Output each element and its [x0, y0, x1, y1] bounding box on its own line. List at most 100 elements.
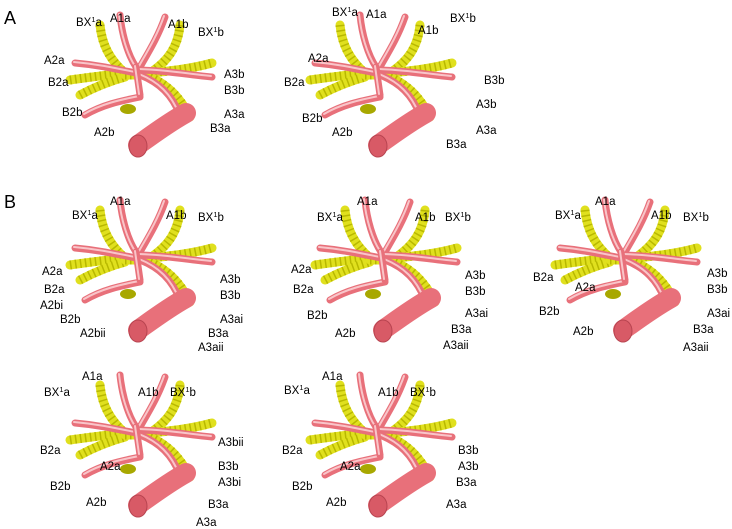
segment-label: B3b — [224, 85, 244, 97]
segment-label: A1a — [357, 196, 377, 208]
segment-label-superscript: 1 — [465, 11, 469, 20]
segment-label: B3a — [208, 328, 228, 340]
segment-label: A1a — [322, 371, 342, 383]
segment-label: B3a — [208, 499, 228, 511]
segment-label: BX1b — [198, 212, 224, 224]
segment-label: BX1b — [445, 212, 471, 224]
segment-label: BX1a — [555, 210, 581, 222]
segment-label: BX1a — [284, 385, 310, 397]
segment-label: A2a — [340, 461, 360, 473]
segment-label: B2a — [44, 284, 64, 296]
segment-label-superscript: 1 — [185, 385, 189, 394]
segment-label: A3ai — [707, 308, 730, 320]
segment-label: B2a — [40, 445, 60, 457]
segment-label: A2a — [42, 266, 62, 278]
segment-label: A3a — [476, 125, 496, 137]
segment-label: A3b — [465, 270, 485, 282]
segment-label: A1a — [110, 13, 130, 25]
segment-label: A3bi — [218, 477, 241, 489]
segment-label: A3a — [446, 499, 466, 511]
segment-label: A2a — [575, 282, 595, 294]
segment-label-superscript: 1 — [347, 5, 351, 14]
segment-label: A3a — [224, 109, 244, 121]
vein-node — [365, 289, 381, 299]
segment-label: A2bii — [80, 328, 106, 340]
segment-label: A3b — [458, 461, 478, 473]
segment-label: B3b — [484, 75, 504, 87]
bronchovascular-diagram-b1: BX1aA1aA1bBX1bA2aB2aA2biB2bA2biiA3bB3bA3… — [40, 190, 240, 350]
segment-label: B2a — [293, 284, 313, 296]
segment-label: A1b — [415, 212, 435, 224]
segment-label: BX1b — [450, 13, 476, 25]
segment-label: B3a — [693, 324, 713, 336]
segment-label: A3ai — [220, 314, 243, 326]
panel-label-b: B — [4, 192, 16, 213]
segment-label: A2b — [332, 127, 352, 139]
pulmonary-artery-cap — [129, 495, 147, 517]
artery-branch — [120, 375, 136, 427]
segment-label: A1b — [166, 210, 186, 222]
segment-label: A1b — [168, 19, 188, 31]
vein-node — [605, 289, 621, 299]
segment-label-superscript: 1 — [332, 210, 336, 219]
segment-label: B3b — [220, 290, 240, 302]
segment-label: B2b — [307, 310, 327, 322]
vein-node — [360, 104, 376, 114]
bronchovascular-diagram-b5: BX1aA1aA1bBX1bB2aA2aB2bA2bB3bA3bB3aA3a — [280, 365, 480, 525]
segment-label: B2a — [533, 272, 553, 284]
segment-label: A3b — [224, 69, 244, 81]
segment-label: A2a — [291, 264, 311, 276]
segment-label: B2a — [282, 445, 302, 457]
segment-label: BX1a — [76, 17, 102, 29]
segment-label: A3ai — [465, 308, 488, 320]
segment-label: BX1b — [198, 27, 224, 39]
segment-label-superscript: 1 — [59, 385, 63, 394]
segment-label-superscript: 1 — [213, 25, 217, 34]
segment-label-superscript: 1 — [698, 210, 702, 219]
segment-label: B2b — [302, 113, 322, 125]
segment-label: B3a — [451, 324, 471, 336]
artery-branch — [360, 375, 376, 427]
segment-label: A2b — [573, 326, 593, 338]
segment-label: BX1a — [317, 212, 343, 224]
segment-label: A3b — [707, 268, 727, 280]
segment-label-superscript: 1 — [460, 210, 464, 219]
segment-label-superscript: 1 — [91, 15, 95, 24]
segment-label-superscript: 1 — [87, 208, 91, 217]
segment-label: A1b — [418, 25, 438, 37]
segment-label: A2a — [44, 55, 64, 67]
vein-node — [120, 464, 136, 474]
segment-label-superscript: 1 — [299, 383, 303, 392]
segment-label-superscript: 1 — [213, 210, 217, 219]
segment-label-superscript: 1 — [425, 385, 429, 394]
segment-label: B2b — [292, 481, 312, 493]
segment-label: A2b — [326, 497, 346, 509]
pulmonary-artery-cap — [129, 320, 147, 342]
segment-label: BX1a — [72, 210, 98, 222]
segment-label: B2b — [539, 306, 559, 318]
segment-label: A1a — [82, 371, 102, 383]
segment-label: BX1b — [170, 387, 196, 399]
pulmonary-artery-cap — [614, 320, 632, 342]
segment-label: B3a — [210, 123, 230, 135]
segment-label: A1b — [138, 387, 158, 399]
panel-label-a: A — [4, 8, 16, 29]
segment-label: A3a — [196, 517, 216, 529]
segment-label: B3b — [458, 445, 478, 457]
segment-label: A3aii — [443, 340, 469, 352]
segment-label-superscript: 1 — [570, 208, 574, 217]
segment-label: B3a — [456, 477, 476, 489]
vein-node — [360, 464, 376, 474]
segment-label: A3b — [476, 99, 496, 111]
segment-label: BX1b — [683, 212, 709, 224]
segment-label: A2b — [335, 328, 355, 340]
segment-label: A1b — [651, 210, 671, 222]
segment-label: B2b — [62, 107, 82, 119]
pulmonary-artery-cap — [369, 135, 387, 157]
segment-label: B2a — [284, 77, 304, 89]
segment-label: B2b — [60, 314, 80, 326]
